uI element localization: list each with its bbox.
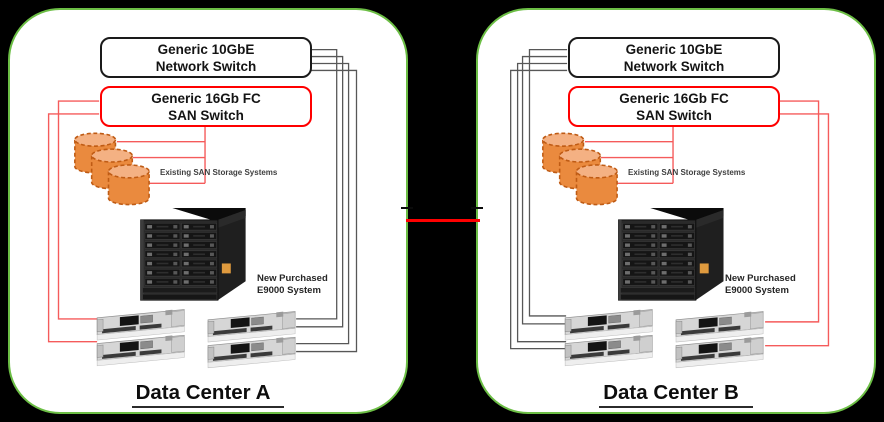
san-switch-node: Generic 16Gb FC SAN Switch (568, 86, 780, 127)
storage-links (584, 125, 674, 184)
e9000-label-line1: New Purchased (257, 273, 328, 284)
e9000-chassis-image (619, 208, 724, 300)
switch-module-image (675, 310, 764, 343)
datacenter-b-graphics (510, 48, 830, 369)
san-switch-label-line2: SAN Switch (636, 107, 712, 123)
datacenter-title: Data Center A (10, 381, 406, 408)
network-links (510, 48, 568, 350)
storage-systems-label: Existing SAN Storage Systems (160, 168, 278, 177)
san-links (47, 100, 100, 343)
panel-edge-tick (471, 207, 483, 209)
network-switch-label-line1: Generic 10GbE (625, 42, 723, 57)
datacenter-b-panel: Generic 10GbE Network Switch Generic 16G… (476, 8, 876, 414)
network-switch-label-line1: Generic 10GbE (157, 42, 255, 57)
storage-links (116, 125, 206, 184)
e9000-system-label: New Purchased E9000 System (257, 273, 328, 296)
san-switch-label-line2: SAN Switch (168, 107, 244, 123)
storage-cylinder-icon (575, 164, 618, 206)
network-switch-node: Generic 10GbE Network Switch (100, 37, 312, 78)
e9000-label-line1: New Purchased (725, 273, 796, 284)
san-switch-label-line1: Generic 16Gb FC (151, 91, 261, 106)
network-switch-label-line2: Network Switch (155, 58, 257, 74)
e9000-label-line2: E9000 System (725, 284, 789, 296)
e9000-chassis-image (141, 208, 246, 300)
switch-module-image (207, 310, 296, 343)
network-switch-label-line2: Network Switch (623, 58, 725, 74)
storage-cylinder-icon (107, 164, 150, 206)
datacenter-a-graphics (47, 48, 358, 369)
network-switch-node: Generic 10GbE Network Switch (568, 37, 780, 78)
inter-datacenter-link (406, 219, 480, 222)
datacenter-a-panel: Generic 10GbE Network Switch Generic 16G… (8, 8, 408, 414)
san-switch-node: Generic 16Gb FC SAN Switch (100, 86, 312, 127)
panel-edge-tick (401, 207, 413, 209)
switch-module-image (564, 309, 653, 341)
san-storage-icon (74, 132, 150, 206)
san-switch-label-line1: Generic 16Gb FC (619, 91, 729, 106)
san-storage-icon (542, 132, 618, 206)
e9000-label-line2: E9000 System (257, 284, 321, 296)
storage-systems-label: Existing SAN Storage Systems (628, 168, 746, 177)
san-links (765, 100, 830, 347)
e9000-system-label: New Purchased E9000 System (725, 273, 796, 296)
datacenter-title: Data Center B (478, 381, 874, 408)
network-links (296, 48, 358, 353)
switch-module-image (96, 309, 185, 341)
